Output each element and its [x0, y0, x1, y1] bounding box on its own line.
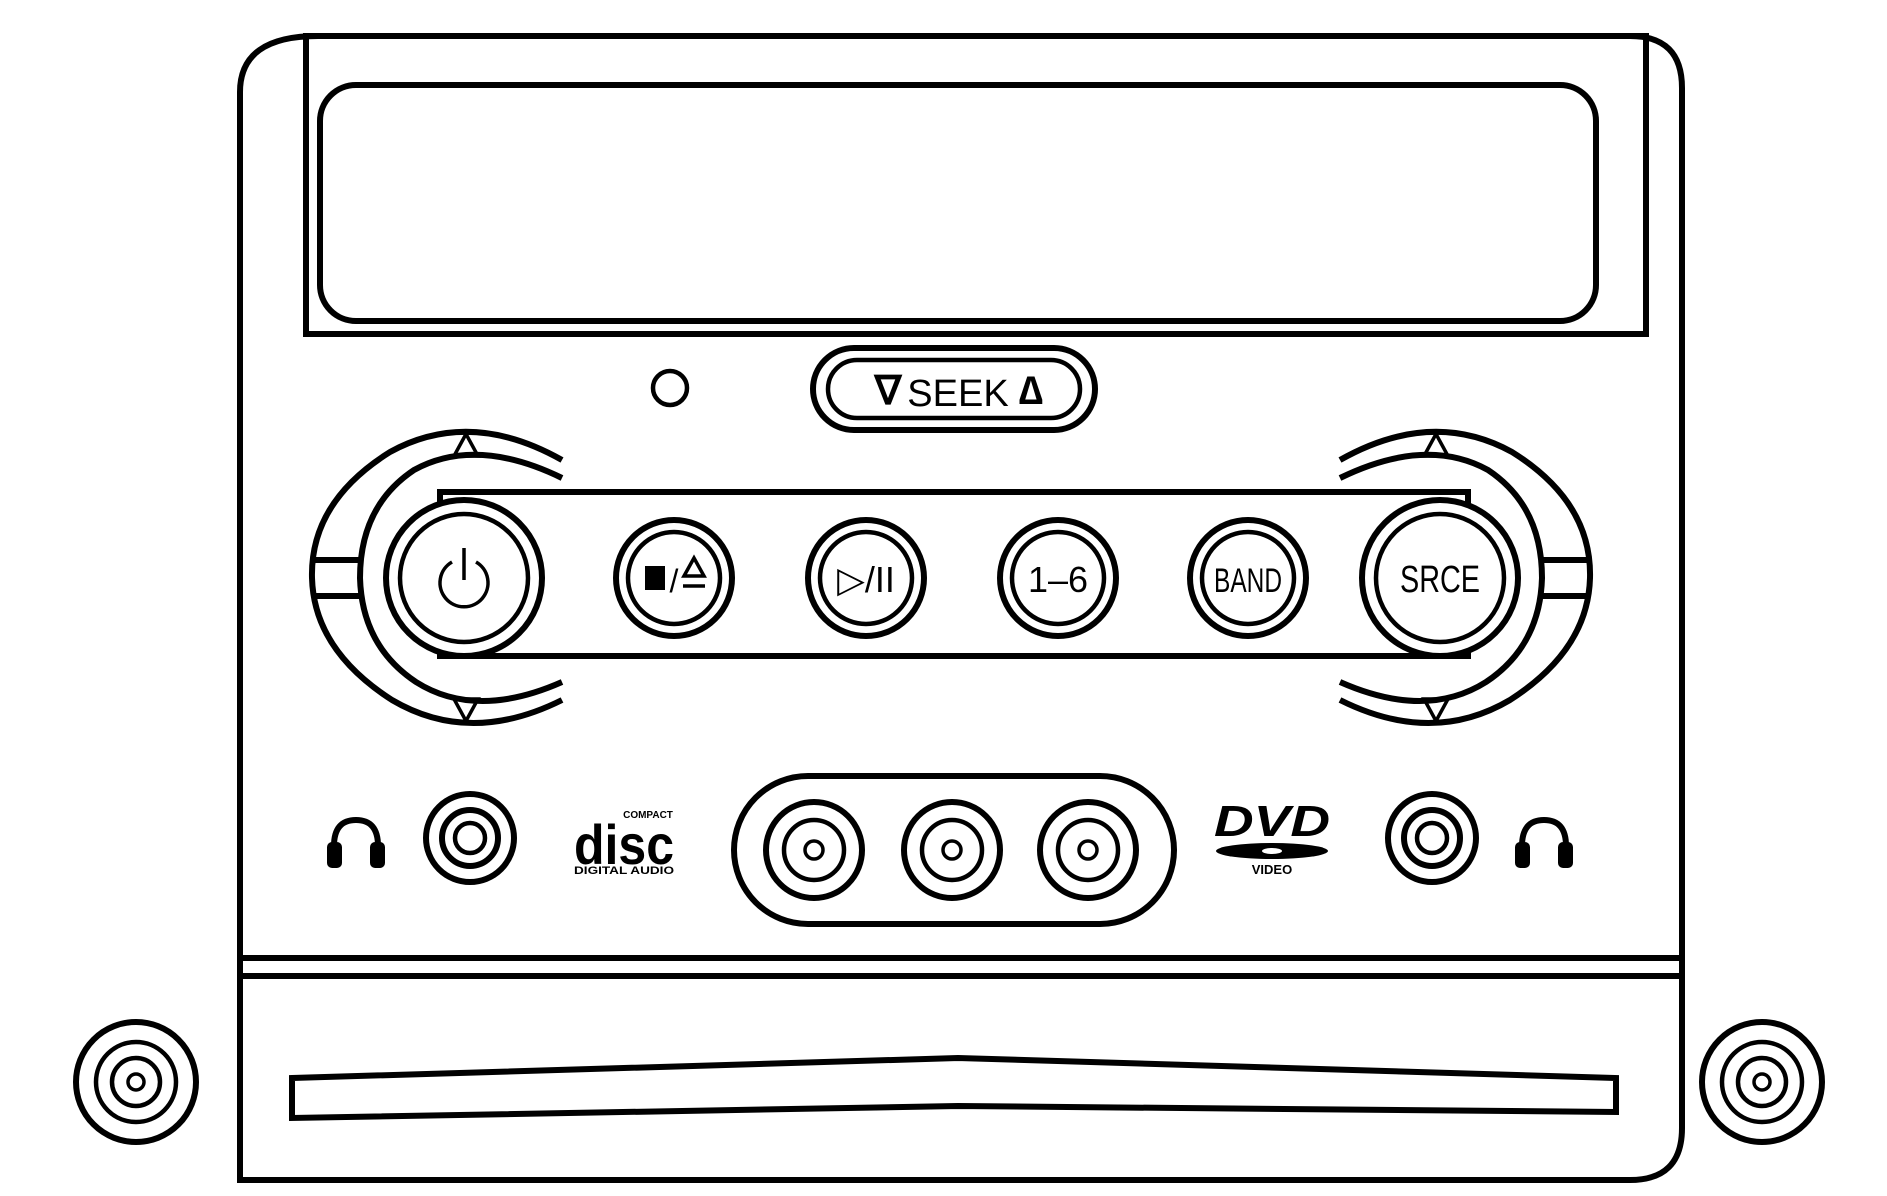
seek-up-icon: ∆ [1019, 369, 1043, 413]
source-button[interactable]: SRCE [1359, 497, 1521, 659]
disc-slot[interactable] [289, 1054, 1619, 1122]
eject-icon [681, 554, 707, 588]
stop-eject-button[interactable]: / [613, 517, 735, 639]
left-up-triangle-icon[interactable] [451, 430, 481, 458]
av-jack-1[interactable] [763, 799, 865, 901]
svg-text:COMPACT: COMPACT [623, 810, 673, 821]
left-down-triangle-icon[interactable] [451, 697, 481, 725]
left-headphone-jack[interactable] [423, 791, 517, 885]
right-down-triangle-icon[interactable] [1421, 697, 1451, 725]
display-screen [317, 82, 1599, 324]
button-strip [437, 489, 1471, 659]
av-jack-3[interactable] [1037, 799, 1139, 901]
presets-button[interactable]: 1–6 [997, 517, 1119, 639]
power-icon [438, 560, 490, 609]
dvd-logo: DVD VIDEO [1214, 797, 1330, 877]
right-mounting-screw [1699, 1019, 1825, 1145]
left-volume-rocker[interactable] [308, 428, 564, 726]
left-headphone-icon [327, 816, 385, 868]
av-input-panel [731, 773, 1177, 927]
seek-down-icon: ∇ [873, 369, 903, 413]
right-up-triangle-icon[interactable] [1421, 430, 1451, 458]
band-label: BAND [1214, 562, 1282, 600]
display-bezel [303, 33, 1649, 337]
left-mounting-screw [73, 1019, 199, 1145]
svg-text:VIDEO: VIDEO [1252, 862, 1292, 877]
right-headphone-jack[interactable] [1385, 791, 1479, 885]
housing-outline [237, 33, 1685, 1183]
presets-label: 1–6 [1028, 559, 1088, 600]
indicator-light [650, 368, 690, 408]
play-pause-button[interactable]: ▷/II [805, 517, 927, 639]
band-button[interactable]: BAND [1187, 517, 1309, 639]
seek-label: SEEK [907, 373, 1008, 415]
power-button[interactable] [383, 497, 545, 659]
seek-button[interactable]: ∇ SEEK ∆ [810, 345, 1098, 433]
play-pause-icon: ▷/II [837, 559, 895, 600]
svg-text:DIGITAL AUDIO: DIGITAL AUDIO [574, 865, 675, 877]
right-headphone-icon [1515, 816, 1573, 868]
source-label: SRCE [1400, 559, 1480, 601]
compact-disc-logo: COMPACT disc DIGITAL AUDIO [574, 810, 675, 877]
svg-text:disc: disc [574, 813, 674, 876]
right-tune-rocker[interactable] [1338, 428, 1594, 726]
stop-eject-separator: / [670, 563, 679, 599]
av-jack-2[interactable] [901, 799, 1003, 901]
stop-icon [645, 566, 665, 590]
svg-text:DVD: DVD [1214, 797, 1330, 846]
